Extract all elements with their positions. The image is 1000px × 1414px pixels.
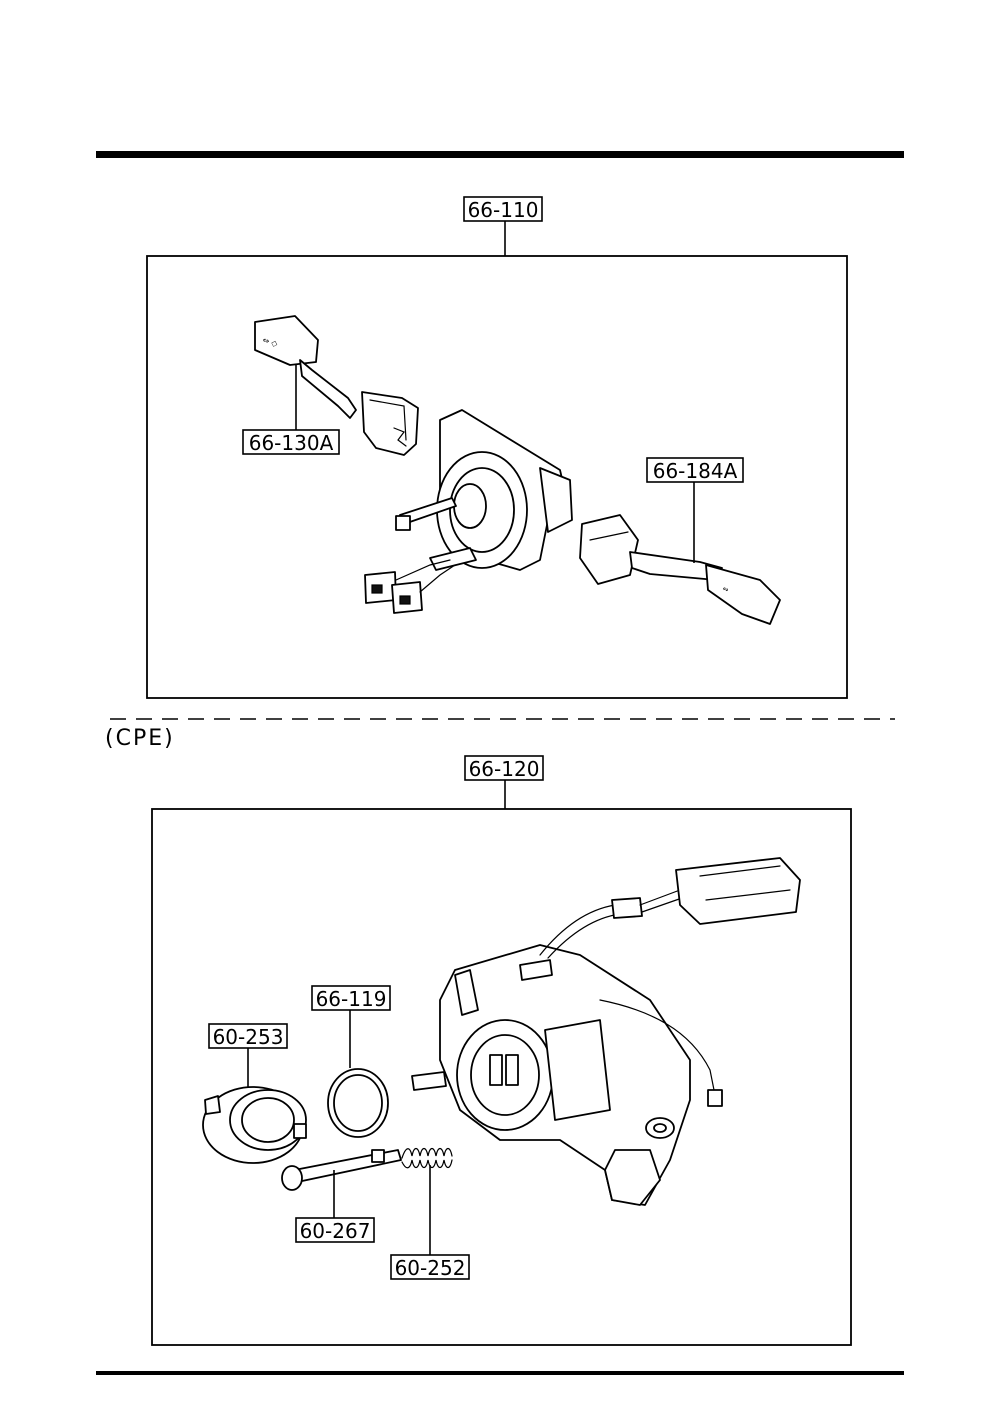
callout-66-184A[interactable]: 66-184A	[646, 457, 744, 483]
part-number-66-119: 66-119	[316, 987, 387, 1011]
pin-part	[281, 1149, 402, 1191]
part-number-60-252: 60-252	[395, 1256, 466, 1280]
top-rule	[96, 151, 904, 158]
upper-assembly: 66-110 ⇔ ◇ 66-130A	[146, 196, 848, 699]
lever-right: ⇔	[579, 514, 781, 625]
upper-frame	[146, 255, 848, 699]
part-number-60-253: 60-253	[213, 1025, 284, 1049]
callout-66-119[interactable]: 66-119	[311, 985, 391, 1011]
svg-text:⇔: ⇔	[721, 585, 730, 595]
callout-66-110[interactable]: 66-110	[463, 196, 543, 222]
lower-frame	[151, 808, 852, 1346]
part-number-66-110: 66-110	[468, 198, 539, 222]
wiring-harness	[539, 857, 801, 1107]
callout-60-267[interactable]: 60-267	[295, 1217, 375, 1243]
variant-label: (CPE)	[105, 726, 175, 751]
bottom-rule	[96, 1371, 904, 1375]
part-number-66-130A: 66-130A	[249, 431, 334, 455]
callout-60-253[interactable]: 60-253	[208, 1023, 288, 1049]
spring-part	[401, 1147, 453, 1169]
lower-assembly: 66-120	[151, 755, 852, 1346]
callout-66-130A[interactable]: 66-130A	[242, 429, 340, 455]
ring-part	[327, 1068, 389, 1138]
part-number-60-267: 60-267	[300, 1219, 371, 1243]
lever-left: ⇔ ◇	[254, 315, 419, 456]
switch-body-upper	[395, 409, 573, 571]
part-number-66-184A: 66-184A	[653, 459, 738, 483]
callout-60-252[interactable]: 60-252	[390, 1254, 470, 1280]
cover-part	[202, 1086, 307, 1164]
connector-pair	[364, 559, 456, 614]
callout-66-120[interactable]: 66-120	[464, 755, 544, 781]
part-number-66-120: 66-120	[469, 757, 540, 781]
switch-body-lower	[411, 944, 691, 1206]
